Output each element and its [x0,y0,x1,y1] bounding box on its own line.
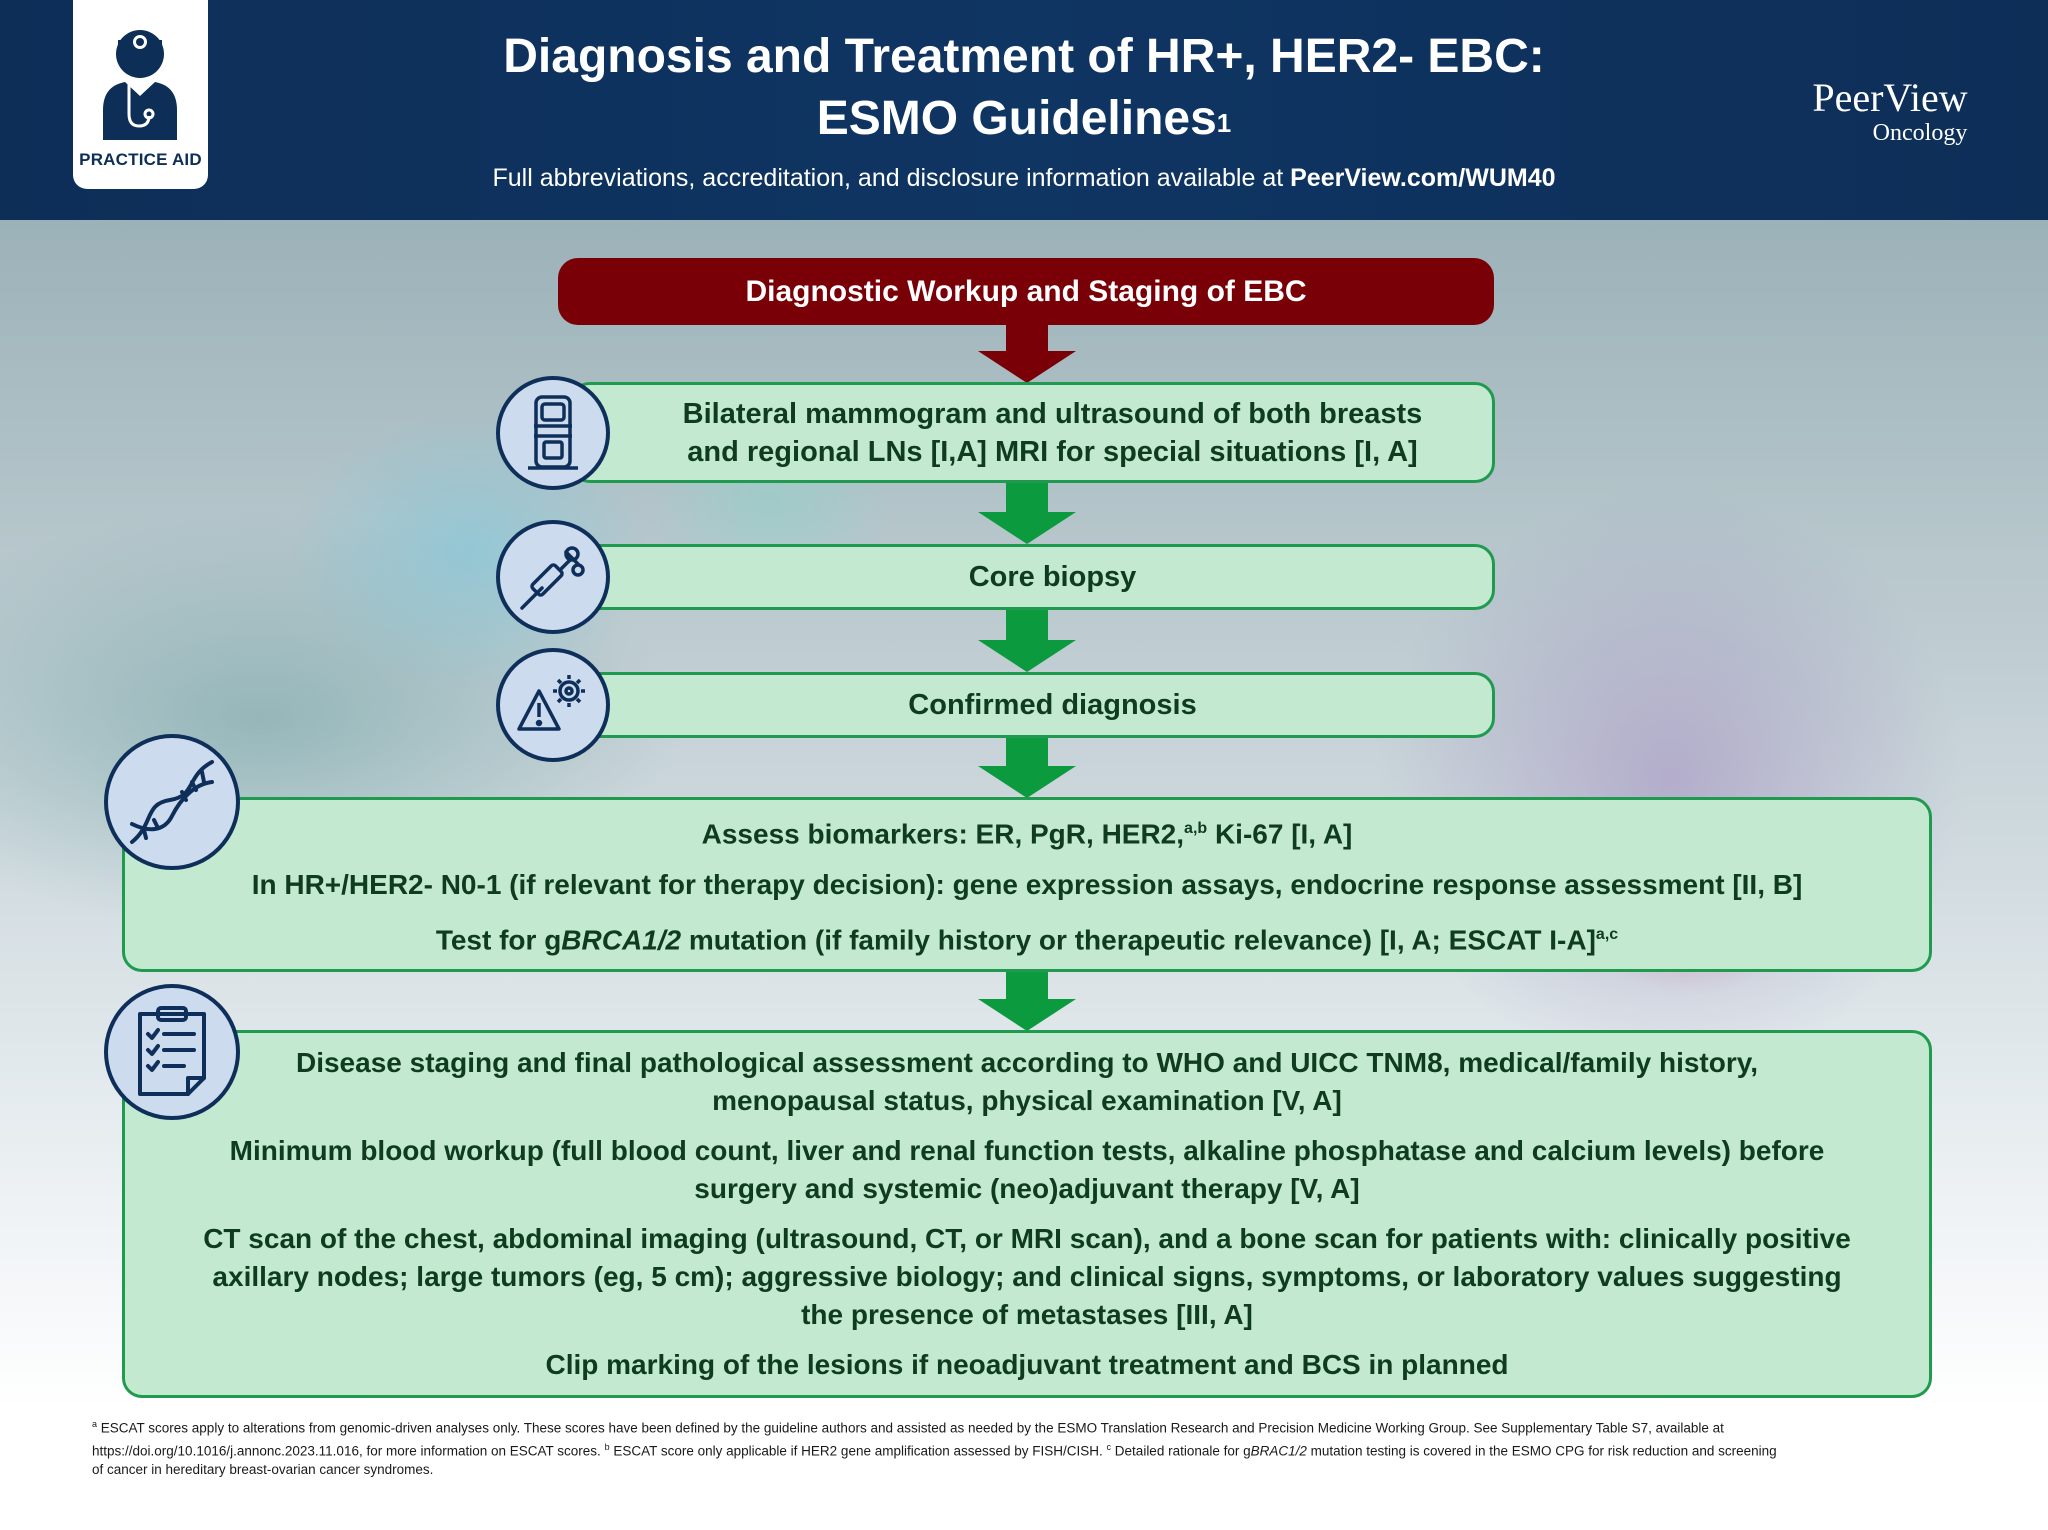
footnotes: a ESCAT scores apply to alterations from… [92,1415,1972,1479]
title-line-1: Diagnosis and Treatment of HR+, HER2- EB… [503,30,1545,83]
staging-item-3c: the presence of metastases [III, A] [801,1299,1253,1330]
clipboard-checklist-icon [138,1006,206,1096]
biomarkers-line-3-pre: Test for g [435,923,562,955]
arrow-red [978,325,1076,383]
staging-item-1b: menopausal status, physical examination … [712,1085,1342,1116]
biopsy-icon-circle [496,520,610,634]
brand-sub: Oncology [1872,120,1968,146]
subtitle-text: Full abbreviations, accreditation, and d… [492,164,1291,192]
step-core-biopsy: Core biopsy [570,544,1495,610]
diagnosis-icon-circle [496,648,610,762]
staging-item-2b: surgery and systemic (neo)adjuvant thera… [694,1173,1360,1204]
peerview-logo: PeerView Oncology [1760,75,2020,147]
biomarkers-line-3-post: mutation (if family history or therapeut… [681,923,1596,955]
clipboard-icon-circle [104,984,240,1120]
mammography-machine-icon [528,395,578,470]
footnote-c-gene: BRAC1/2 [1250,1443,1307,1458]
doctor-icon [103,30,177,140]
title-superscript: 1 [1216,108,1232,138]
staging-item-4: Clip marking of the lesions if neoadjuva… [545,1349,1509,1380]
dna-icon [130,760,214,844]
biomarkers-line-1-end: Ki-67 [I, A] [1207,818,1353,850]
step-imaging-line-2: and regional LNs [I,A] MRI for special s… [687,435,1418,468]
footnote-a-text: ESCAT scores apply to alterations from g… [97,1420,1724,1436]
footnote-b-mark: b [604,1441,610,1452]
biomarkers-line-3-gene: BRCA1/2 [561,923,682,955]
step-confirmed-diagnosis-label: Confirmed diagnosis [908,688,1197,721]
practice-aid-badge: PRACTICE AID [73,0,208,189]
biomarkers-sup-ab: a,b [1184,820,1208,838]
staging-item-3a: CT scan of the chest, abdominal imaging … [203,1223,1851,1254]
staging-item-1a: Disease staging and final pathological a… [295,1047,1759,1078]
footnote-a-text-2: https://doi.org/10.1016/j.annonc.2023.11… [92,1443,605,1458]
arrow-green-3 [978,736,1076,798]
footnote-c-post: mutation testing is covered in the ESMO … [1306,1443,1777,1458]
header-banner: PRACTICE AID Diagnosis and Treatment of … [0,0,2048,220]
brand-name: PeerView [1812,75,1968,120]
step-imaging-line-1: Bilateral mammogram and ultrasound of bo… [682,397,1423,430]
dna-icon-circle [104,734,240,870]
flow-heading: Diagnostic Workup and Staging of EBC [558,258,1494,325]
biopsy-needle-icon [520,546,585,610]
footnote-c-pre: Detailed rationale for g [1111,1443,1251,1458]
arrow-green-2 [978,610,1076,672]
staging-item-2a: Minimum blood workup (full blood count, … [229,1135,1825,1166]
biomarkers-line-1-text: Assess biomarkers: ER, PgR, HER2, [701,818,1185,850]
biomarkers-line-1: Assess biomarkers: ER, PgR, HER2,a,b Ki-… [702,804,1353,859]
arrow-green-4 [978,971,1076,1031]
title-line-2-text: ESMO Guidelines [816,92,1217,145]
title-line-2: ESMO Guidelines1 [300,88,1748,150]
staging-item-3b: axillary nodes; large tumors (eg, 5 cm);… [212,1261,1842,1292]
imaging-icon-circle [496,376,610,490]
step-staging: Disease staging and final pathological a… [122,1030,1932,1398]
practice-aid-label: PRACTICE AID [79,150,202,169]
biomarkers-sup-ac: a,c [1595,925,1619,943]
footnote-c-mark: c [1106,1441,1112,1452]
arrow-green-1 [978,482,1076,544]
step-imaging: Bilateral mammogram and ultrasound of bo… [570,382,1495,483]
step-core-biopsy-label: Core biopsy [968,560,1137,593]
biomarkers-line-2: In HR+/HER2- N0-1 (if relevant for thera… [251,868,1803,900]
step-confirmed-diagnosis: Confirmed diagnosis [570,672,1495,738]
step-biomarkers: Assess biomarkers: ER, PgR, HER2,a,b Ki-… [122,797,1932,972]
subtitle-link[interactable]: PeerView.com/WUM40 [1290,164,1556,192]
biomarkers-line-3: Test for gBRCA1/2 mutation (if family hi… [436,910,1618,965]
footnote-a-mark: a [92,1419,98,1429]
page-subtitle: Full abbreviations, accreditation, and d… [300,164,1748,193]
warning-gear-icon [517,675,585,731]
page-title: Diagnosis and Treatment of HR+, HER2- EB… [300,26,1748,150]
footnote-b-text: ESCAT score only applicable if HER2 gene… [609,1443,1107,1458]
footnote-line-3: of cancer in hereditary breast-ovarian c… [92,1462,434,1477]
footnote-line-2: https://doi.org/10.1016/j.annonc.2023.11… [92,1438,1972,1461]
footnote-line-1: a ESCAT scores apply to alterations from… [92,1415,1972,1438]
